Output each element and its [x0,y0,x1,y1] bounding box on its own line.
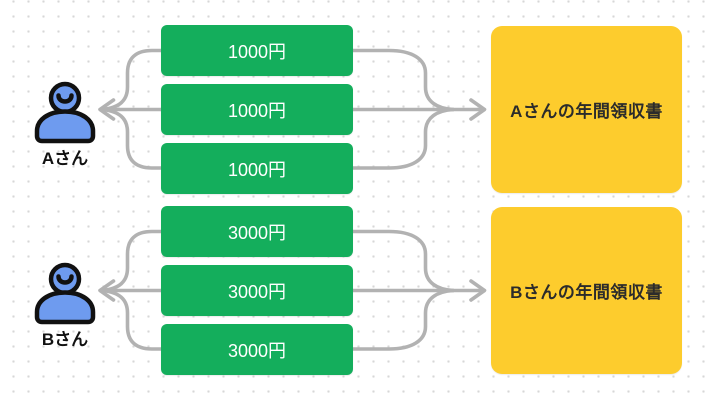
person-body [34,109,96,144]
person-head [48,81,82,115]
person-head [48,262,82,296]
arrowhead-left-a [98,98,116,121]
person-a-label: Aさん [41,149,89,168]
payment-box-b2[interactable]: 3000円 [161,265,353,316]
payment-box-label: 3000円 [227,340,287,361]
person-b-icon[interactable] [32,262,98,326]
payment-box-label: 3000円 [227,281,287,302]
person-b-label: Bさん [41,330,89,349]
arrowhead-right-b [469,279,487,302]
receipt-box-a[interactable]: Aさんの年間領収書 [491,26,682,193]
receipt-box-label: Bさんの年間領収書 [510,283,663,302]
payment-box-label: 1000円 [227,100,287,121]
payment-box-label: 3000円 [227,222,287,243]
payment-box-b1[interactable]: 3000円 [161,206,353,257]
person-smile [56,93,74,104]
payment-box-label: 1000円 [227,41,287,62]
payment-box-label: 1000円 [227,159,287,180]
connector-payments-to-receipt-b[interactable] [351,229,487,351]
payment-box-a3[interactable]: 1000円 [161,143,353,194]
person-smile [56,274,74,285]
payment-box-a1[interactable]: 1000円 [161,25,353,76]
payment-box-a2[interactable]: 1000円 [161,84,353,135]
receipt-box-b[interactable]: Bさんの年間領収書 [491,207,682,374]
payment-box-b3[interactable]: 3000円 [161,324,353,375]
arrowhead-left-b [98,279,116,302]
connector-payments-to-receipt-a[interactable] [351,48,487,170]
person-a-icon[interactable] [32,81,98,145]
receipt-box-label: Aさんの年間領収書 [510,102,663,121]
person-body [34,290,96,325]
arrowhead-right-a [469,98,487,121]
